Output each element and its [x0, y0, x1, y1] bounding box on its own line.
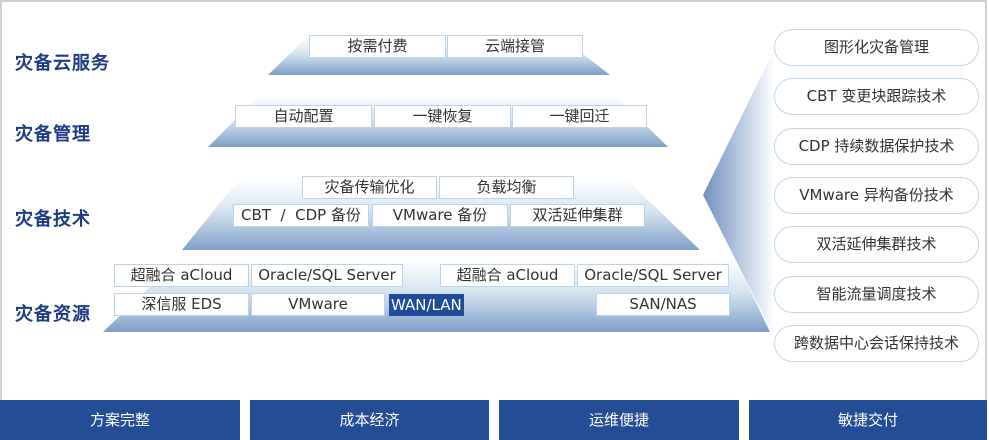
footer-easy-ops: 运维便捷: [499, 400, 739, 440]
level-label-cloud-service: 灾备云服务: [15, 53, 110, 74]
item-one-click-failback: 一键回迁: [512, 105, 647, 128]
item-san-nas: SAN/NAS: [596, 293, 730, 316]
item-active-active-cluster: 双活延伸集群: [510, 204, 645, 227]
tech-traffic-scheduling: 智能流量调度技术: [774, 276, 979, 313]
tech-cdp: CDP 持续数据保护技术: [774, 128, 979, 165]
item-transfer-optimization: 灾备传输优化: [302, 176, 437, 199]
item-vmware: VMware: [251, 293, 385, 316]
item-cbt-cdp-backup: CBT / CDP 备份: [233, 204, 369, 227]
tech-active-active: 双活延伸集群技术: [774, 226, 979, 263]
footer-complete-solution: 方案完整: [0, 400, 240, 440]
item-cloud-takeover: 云端接管: [447, 35, 583, 58]
tech-vmware-heterogeneous: VMware 异构备份技术: [774, 177, 979, 214]
tech-graphical-management: 图形化灾备管理: [774, 29, 979, 66]
level-label-technology: 灾备技术: [15, 209, 91, 230]
footer-cost-effective: 成本经济: [250, 400, 489, 440]
level-label-management: 灾备管理: [15, 124, 91, 145]
item-wan-lan: WAN/LAN: [389, 294, 464, 316]
funnel-connector: [703, 48, 775, 338]
item-oracle-sql-1: Oracle/SQL Server: [251, 264, 403, 287]
item-oracle-sql-2: Oracle/SQL Server: [577, 264, 729, 287]
item-auto-config: 自动配置: [235, 105, 372, 128]
item-pay-as-you-go: 按需付费: [309, 35, 446, 58]
item-vmware-backup: VMware 备份: [372, 204, 508, 227]
item-one-click-recovery: 一键恢复: [374, 105, 511, 128]
item-aCloud-1: 超融合 aCloud: [114, 264, 249, 287]
item-aCloud-2: 超融合 aCloud: [440, 264, 575, 287]
footer-agile-delivery: 敏捷交付: [749, 400, 987, 440]
item-sangfor-eds: 深信服 EDS: [114, 293, 249, 316]
tech-session-persistence: 跨数据中心会话保持技术: [774, 325, 979, 362]
tech-cbt: CBT 变更块跟踪技术: [774, 78, 979, 115]
item-load-balancing: 负载均衡: [439, 176, 574, 199]
level-label-resources: 灾备资源: [15, 304, 91, 325]
